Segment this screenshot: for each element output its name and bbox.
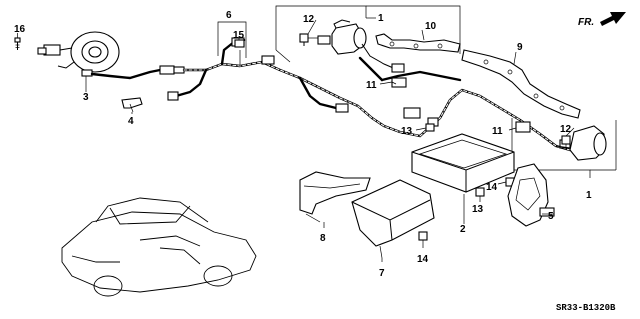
part-13-lower-bolt <box>475 187 485 202</box>
callout-3: 3 <box>83 92 89 103</box>
callout-1-lower: 1 <box>586 190 592 201</box>
car-silhouette <box>61 197 257 297</box>
callout-8: 8 <box>320 233 326 244</box>
callout-5: 5 <box>548 211 554 222</box>
callout-13-lower: 13 <box>472 204 484 215</box>
callout-1-upper: 1 <box>378 13 384 24</box>
front-direction-arrow: FR. <box>578 12 626 28</box>
part-11-lower-connector <box>515 121 531 133</box>
callout-bracket-1-lower <box>511 118 617 178</box>
callout-bracket-6 <box>217 21 247 58</box>
arrow-icon <box>600 12 626 26</box>
callout-11-upper: 11 <box>366 80 377 91</box>
part-16-screw <box>14 37 21 50</box>
part-3-cable-reel <box>37 31 185 90</box>
part-10-bracket <box>375 29 461 53</box>
part-14-bolt-lower <box>418 231 428 248</box>
main-harness <box>167 37 572 152</box>
part-15-bolt <box>234 36 245 48</box>
callout-labels: 16 3 4 6 15 12 1 10 9 11 13 11 12 1 14 1… <box>14 10 592 279</box>
part-5-bracket <box>507 163 555 227</box>
callout-16: 16 <box>14 24 26 35</box>
callout-11-lower: 11 <box>492 126 503 137</box>
part-2-srs-unit <box>411 133 515 218</box>
direction-label: FR. <box>578 17 594 28</box>
callout-15: 15 <box>233 30 245 41</box>
leader-lines <box>17 19 575 262</box>
part-8-cover <box>299 171 371 223</box>
part-12-upper-bolt <box>299 33 318 46</box>
callout-12-upper: 12 <box>303 14 315 25</box>
part-13-upper-bolt <box>415 123 435 132</box>
callout-14-right: 14 <box>486 182 498 193</box>
callout-12-lower: 12 <box>560 124 572 135</box>
part-1-upper-sensor <box>317 19 405 73</box>
callout-2: 2 <box>460 224 466 235</box>
part-4-clip <box>121 97 143 113</box>
drawing-code: SR33-B1320B <box>556 303 616 313</box>
part-7-lower-cover <box>351 179 435 259</box>
callout-bracket-1-top <box>275 5 461 63</box>
callout-6: 6 <box>226 10 232 21</box>
callout-9: 9 <box>517 42 523 53</box>
callout-7: 7 <box>379 268 385 279</box>
part-11-upper-connector <box>379 77 407 88</box>
callout-4: 4 <box>128 116 134 127</box>
callout-10: 10 <box>425 21 437 32</box>
part-9-long-bracket <box>461 49 581 119</box>
callout-13-upper: 13 <box>401 126 413 137</box>
callout-14-lower: 14 <box>417 254 429 265</box>
